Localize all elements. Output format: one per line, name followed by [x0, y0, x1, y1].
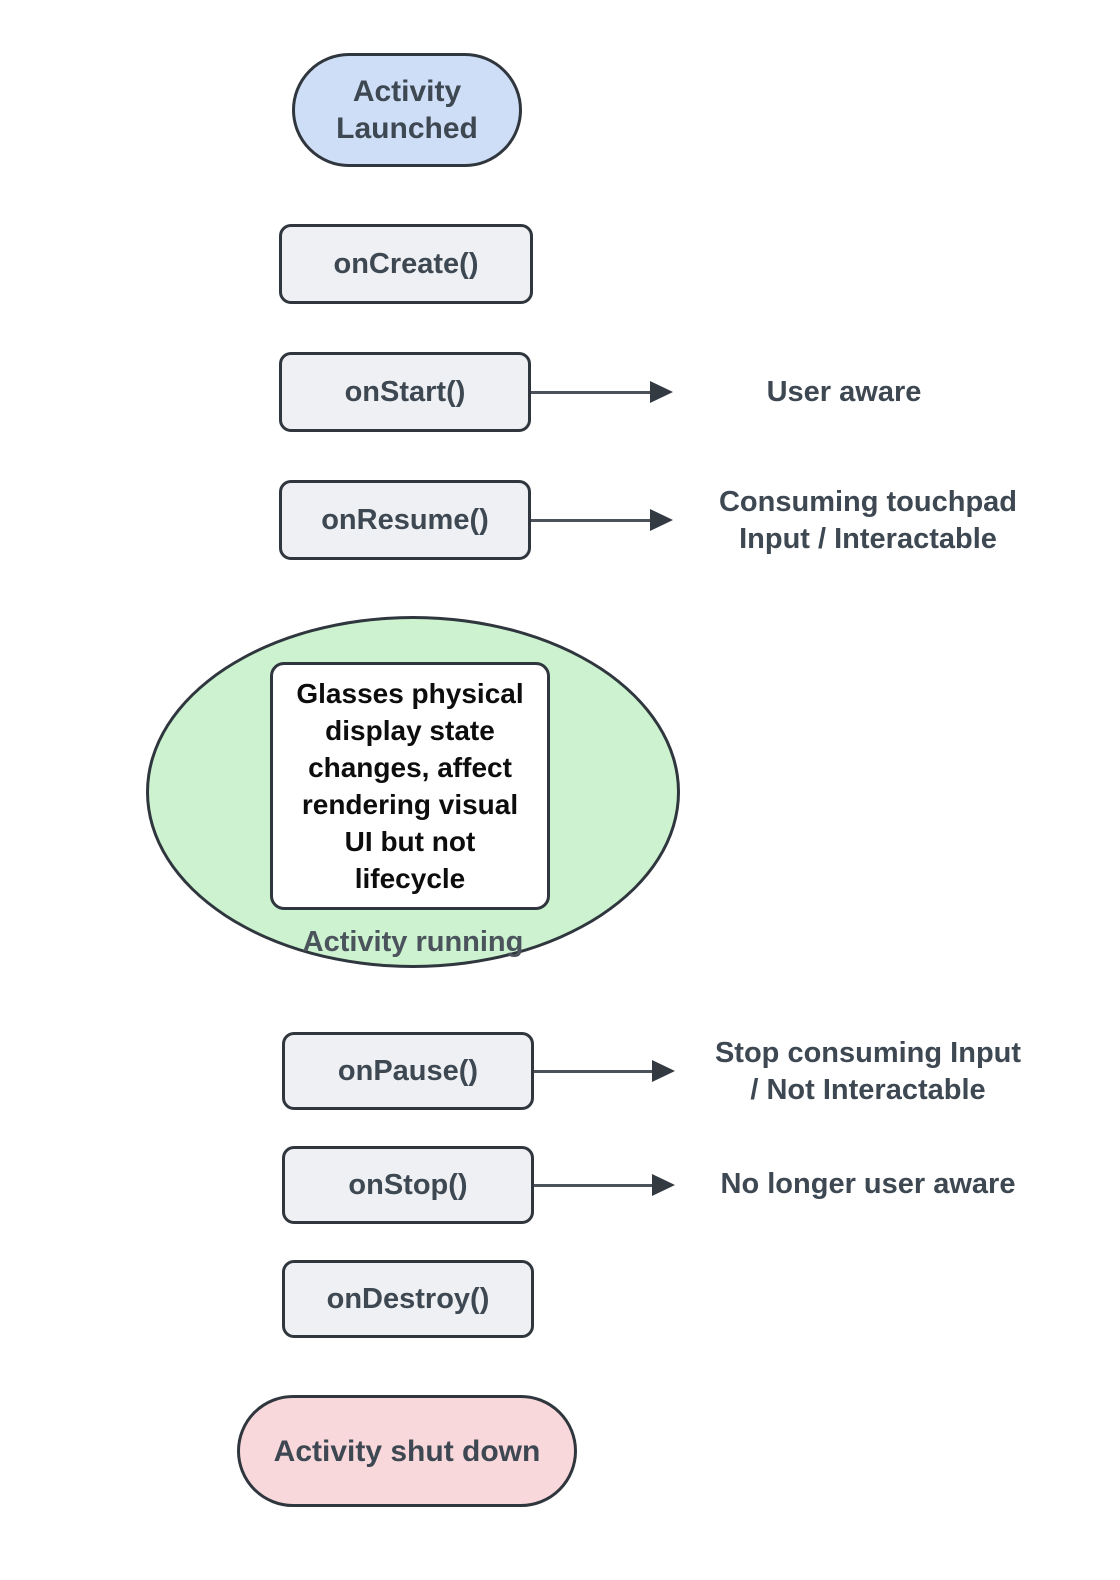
arrow-line [534, 1070, 654, 1073]
node-onstart: onStart() [279, 352, 531, 432]
arrow-line [531, 519, 652, 522]
running-note-box: Glasses physical display state changes, … [270, 662, 550, 910]
arrow-head-icon [652, 1174, 675, 1196]
node-onstop: onStop() [282, 1146, 534, 1224]
node-ondestroy: onDestroy() [282, 1260, 534, 1338]
arrow-onpause-stop-consuming [534, 1060, 675, 1082]
annotation-user-aware: User aware [766, 376, 922, 408]
arrow-head-icon [650, 509, 673, 531]
node-activity-shut-down: Activity shut down [237, 1395, 577, 1507]
arrow-onstop-no-longer [534, 1174, 675, 1196]
annotation-consuming-touchpad: Consuming touchpad Input / Interactable [718, 486, 1018, 555]
node-oncreate: onCreate() [279, 224, 533, 304]
node-onresume: onResume() [279, 480, 531, 560]
annotation-no-longer-user-aware: No longer user aware [720, 1168, 1016, 1200]
arrow-onresume-consuming [531, 509, 673, 531]
activity-running-label: Activity running [302, 926, 524, 958]
node-onpause: onPause() [282, 1032, 534, 1110]
arrow-line [531, 391, 652, 394]
annotation-stop-consuming: Stop consuming Input / Not Interactable [714, 1037, 1022, 1106]
arrow-onstart-user-aware [531, 381, 673, 403]
arrow-head-icon [650, 381, 673, 403]
arrow-line [534, 1184, 654, 1187]
node-activity-launched: Activity Launched [292, 53, 522, 167]
arrow-head-icon [652, 1060, 675, 1082]
